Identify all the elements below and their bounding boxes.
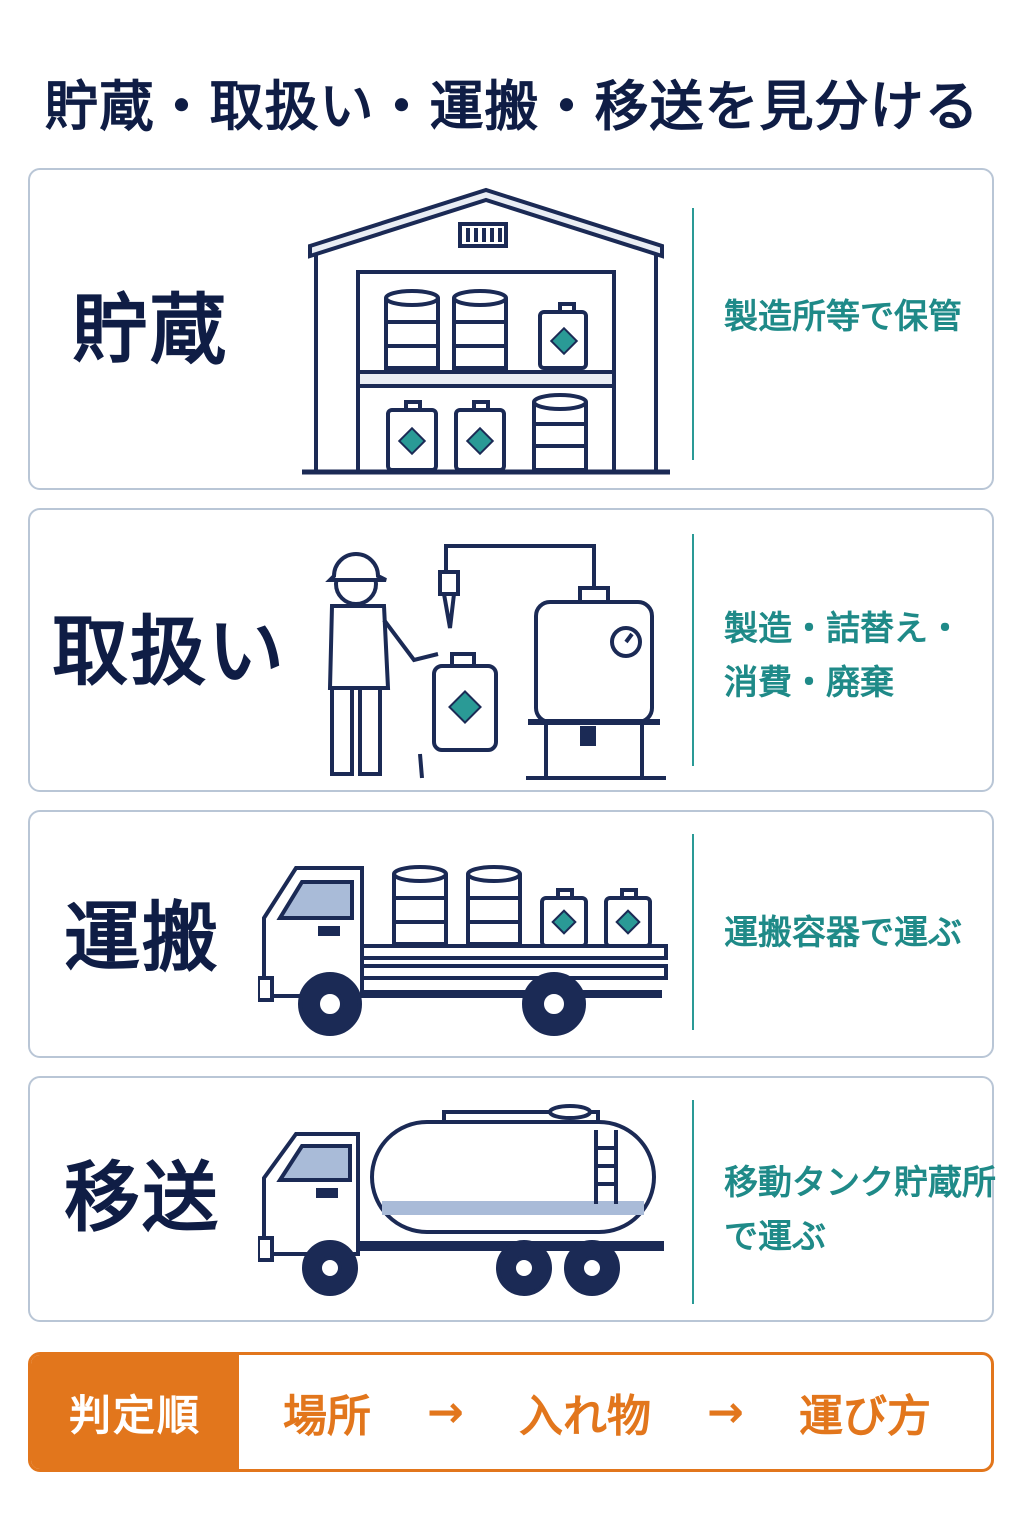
flow-step-place: 場所	[283, 1391, 371, 1442]
card-storage-divider	[692, 208, 694, 460]
page-title: 貯蔵・取扱い・運搬・移送を見分ける	[44, 75, 980, 138]
card-handling-divider	[692, 534, 694, 766]
card-transfer-desc-line-1: 移動タンク貯蔵所	[724, 1163, 996, 1203]
card-storage: 貯蔵	[28, 168, 994, 490]
card-handling-desc-line-1: 製造・詰替え・	[724, 609, 962, 649]
card-transfer-divider	[692, 1100, 694, 1304]
card-transport-label: 運搬	[64, 893, 220, 982]
card-storage-desc: 製造所等で保管	[724, 290, 994, 344]
card-transport: 運搬	[28, 810, 994, 1058]
card-transport-divider	[692, 834, 694, 1030]
judgment-order-label: 判定順	[31, 1355, 239, 1469]
card-handling: 取扱い 製造・詰替え・ 消費・廃棄	[28, 508, 994, 792]
tank-truck-icon	[258, 1104, 664, 1296]
card-handling-label: 取扱い	[52, 607, 286, 696]
card-handling-desc-line-2: 消費・廃棄	[724, 663, 894, 703]
warehouse-icon	[302, 187, 670, 475]
judgment-order-bar: 判定順 場所 → 入れ物 → 運び方	[28, 1352, 994, 1472]
card-transfer: 移送 移動タンク貯蔵所 で運ぶ	[28, 1076, 996, 1322]
card-transport-desc: 運搬容器で運ぶ	[724, 906, 994, 960]
flow-step-container: 入れ物	[519, 1391, 651, 1442]
card-transfer-label: 移送	[64, 1153, 220, 1242]
flatbed-truck-icon	[258, 865, 668, 1036]
flow-step-method: 運び方	[799, 1391, 931, 1442]
worker-filling-icon	[325, 544, 666, 780]
card-storage-desc-line: 製造所等で保管	[724, 297, 962, 337]
flow-arrow-2: →	[707, 1386, 744, 1438]
card-storage-label: 貯蔵	[72, 285, 228, 374]
card-handling-desc: 製造・詰替え・ 消費・廃棄	[724, 602, 994, 710]
flow-arrow-1: →	[427, 1386, 464, 1438]
card-transfer-desc: 移動タンク貯蔵所 で運ぶ	[724, 1156, 996, 1264]
card-transport-desc-line: 運搬容器で運ぶ	[724, 913, 962, 953]
card-transfer-desc-line-2: で運ぶ	[724, 1217, 826, 1257]
